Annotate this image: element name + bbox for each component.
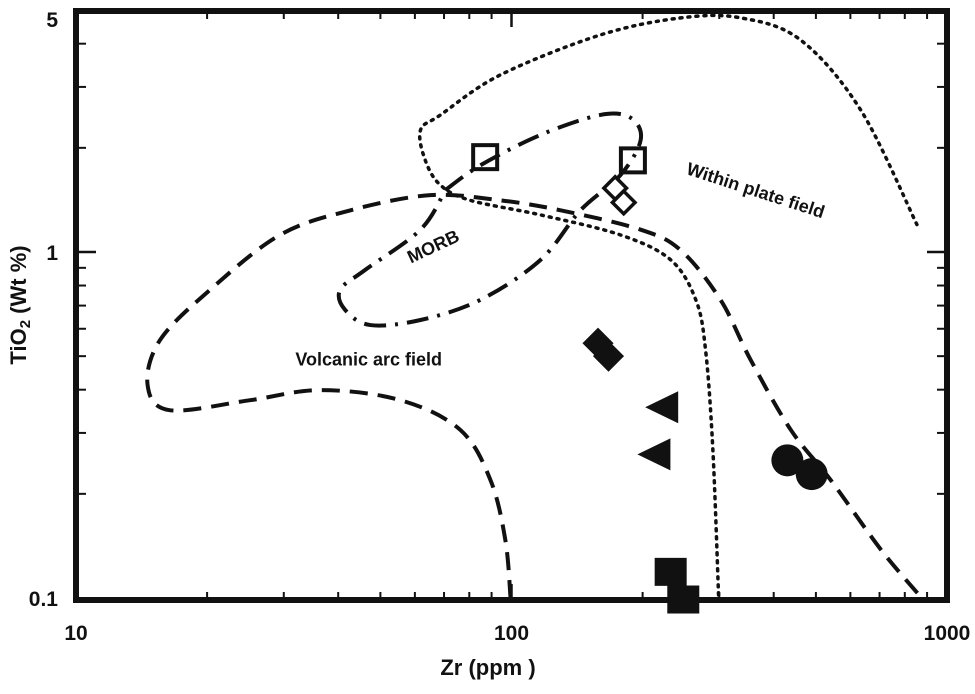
- data-points: [471, 143, 828, 614]
- marker-circle-filled: [795, 458, 828, 491]
- x-tick-label: 10: [64, 622, 87, 645]
- x-tick-label: 100: [494, 622, 529, 645]
- tick-labels: 10 100 1000 0.1 1 5: [29, 9, 971, 645]
- field-label-volcanic-arc-field: Volcanic arc field: [295, 349, 442, 369]
- marker-square-filled: [654, 557, 687, 586]
- marker-circle-filled: [771, 444, 804, 477]
- field-boundaries: [145, 13, 921, 600]
- marker-square-open: [618, 146, 647, 175]
- axis-ticks: [76, 11, 947, 600]
- marker-triangle-left-filled: [645, 391, 679, 424]
- field-label-within-plate-field: Within plate field: [684, 159, 827, 222]
- marker-square-open: [471, 143, 500, 172]
- y-tick-label: 0.1: [29, 588, 59, 611]
- field-boundary-within-plate-field: [417, 13, 919, 600]
- y-axis-title: TiO2 (Wt %): [6, 245, 34, 364]
- field-label-morb: MORB: [404, 226, 462, 267]
- x-tick-label: 1000: [924, 622, 971, 645]
- marker-triangle-left-filled: [637, 438, 671, 471]
- marker-diamond-open: [609, 188, 638, 217]
- y-tick-label: 5: [46, 9, 58, 32]
- y-tick-label: 1: [46, 242, 58, 265]
- plot-frame: [73, 8, 950, 603]
- field-boundary-volcanic-arc-field: [145, 192, 921, 599]
- x-axis-title: Zr (ppm ): [440, 655, 535, 680]
- marker-diamond-filled: [592, 340, 625, 372]
- field-boundary-morb: [336, 111, 644, 328]
